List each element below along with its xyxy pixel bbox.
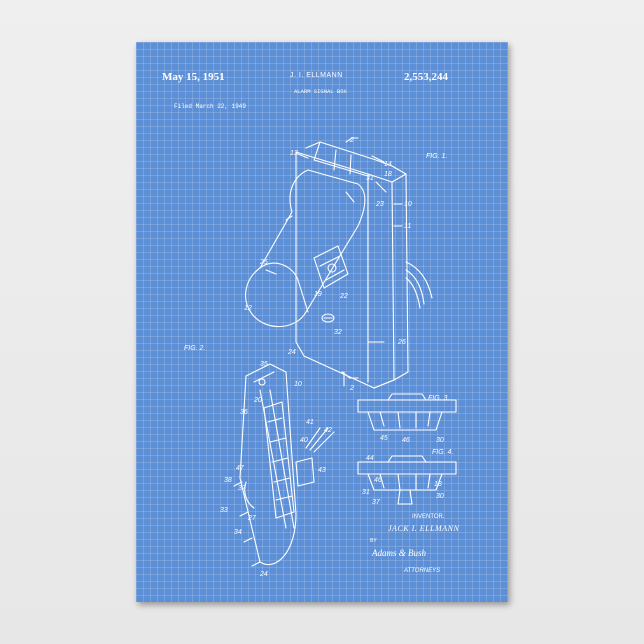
ref-numeral: 24 — [259, 571, 268, 578]
fig1-label: FIG. 1. — [426, 153, 447, 160]
ref-numeral: 44 — [366, 455, 374, 462]
patent-date: May 15, 1951 — [162, 71, 225, 83]
attorneys-label: ATTORNEYS — [404, 568, 441, 574]
inventor-name-header: J. I. ELLMANN — [290, 72, 343, 79]
ref-numeral: 30 — [436, 437, 444, 444]
patent-poster: May 15, 1951 J. I. ELLMANN 2,553,244 ALA… — [136, 42, 508, 602]
attorney-signature: Adams & Bush — [372, 548, 426, 558]
ref-numeral: 23 — [375, 201, 384, 208]
ref-numeral: 35 — [260, 361, 268, 368]
ref-numeral: 34 — [234, 529, 242, 536]
ref-numeral: 20 — [253, 397, 262, 404]
ref-numeral: 22 — [339, 293, 348, 300]
reference-numerals: 13 2 14 18 31 23 10 25 11 12 19 22 26 24… — [220, 137, 444, 578]
ref-numeral: 38 — [224, 477, 232, 484]
patent-title: ALARM SIGNAL BOX — [294, 88, 347, 95]
ref-numeral: 47 — [236, 465, 245, 472]
ref-numeral: 45 — [380, 435, 388, 442]
inventor-label: INVENTOR. — [412, 514, 445, 520]
ref-numeral: 10 — [294, 381, 302, 388]
fig3-label: FIG. 3. — [428, 395, 449, 402]
filed-date: Filed March 22, 1949 — [174, 103, 247, 110]
figure-3-drawing — [357, 393, 457, 431]
ref-numeral: 32 — [334, 329, 342, 336]
ref-numeral: 24 — [287, 349, 296, 356]
inventor-signature: JACK I. ELLMANN — [388, 524, 460, 533]
ref-numeral: 37 — [238, 485, 247, 492]
fig2-label: FIG. 2. — [184, 345, 205, 352]
ref-numeral: 18 — [434, 481, 442, 488]
figure-2-drawing — [233, 363, 335, 567]
ref-numeral: 46 — [402, 437, 410, 444]
ref-numeral: 37 — [372, 499, 381, 506]
ref-numeral: 30 — [436, 493, 444, 500]
ref-numeral: 42 — [324, 427, 332, 434]
ref-numeral: 26 — [397, 339, 406, 346]
ref-numeral: 46 — [374, 477, 382, 484]
figure-1-drawing — [245, 137, 433, 389]
ref-numeral: 41 — [306, 419, 314, 426]
ref-numeral: 2 — [349, 137, 354, 144]
fig4-label: FIG. 4. — [432, 449, 453, 456]
ref-numeral: 36 — [240, 409, 248, 416]
patent-drawing: FIG. 1. FIG. 2. FIG. 3. FIG. 4. 13 2 14 … — [184, 137, 457, 578]
ref-numeral: 14 — [384, 161, 392, 168]
ref-numeral: 13 — [290, 150, 298, 157]
ref-numeral: 33 — [220, 507, 228, 514]
ref-numeral: 25 — [259, 259, 268, 266]
ref-numeral: 10 — [404, 201, 412, 208]
patent-number: 2,553,244 — [404, 71, 448, 83]
figure-labels: FIG. 1. FIG. 2. FIG. 3. FIG. 4. — [184, 153, 453, 456]
ref-numeral: 27 — [247, 515, 257, 522]
ref-numeral: 43 — [318, 467, 326, 474]
ref-numeral: 18 — [384, 171, 392, 178]
ref-numeral: 11 — [404, 223, 411, 230]
ref-numeral: 12 — [244, 305, 252, 312]
ref-numeral: 2 — [349, 385, 354, 392]
figure-4-drawing — [357, 455, 457, 505]
ref-numeral: 31 — [362, 489, 370, 496]
ref-numeral: 40 — [300, 437, 308, 444]
by-label: BY — [370, 538, 377, 544]
ref-numeral: 31 — [366, 175, 374, 182]
ref-numeral: 19 — [314, 291, 322, 298]
